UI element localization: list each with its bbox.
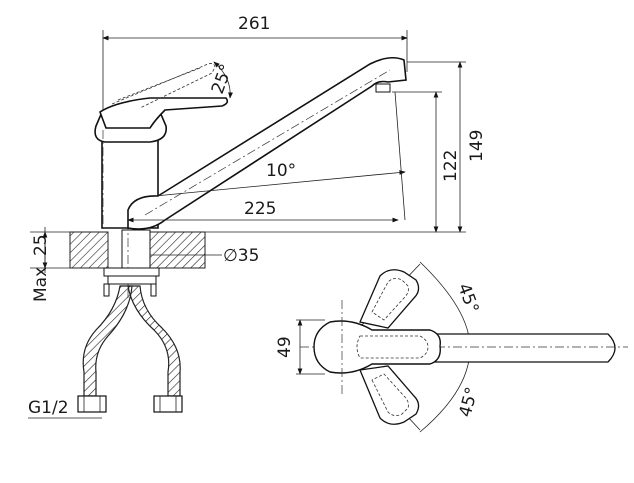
flexible-hoses: [77, 283, 183, 413]
body-top: [313, 300, 441, 396]
rotation-lower-label: 45°: [456, 385, 483, 419]
spout-angle-dimension: 10°: [154, 91, 406, 221]
side-view: 261 Max. 25: [28, 14, 487, 419]
height-dimensions: 122 149: [158, 61, 487, 233]
top-view: 49 45° 45°: [275, 261, 628, 433]
handle-rotated-lower: [359, 365, 420, 425]
mount-diameter-label: ∅35: [223, 246, 259, 266]
countertop: Max. 25: [30, 227, 206, 302]
outlet-height-label: 122: [441, 150, 461, 182]
rotation-upper-label: 45°: [453, 281, 482, 316]
counter-thickness-label: Max. 25: [31, 234, 51, 302]
spout-reach-dimension: 225: [127, 199, 399, 223]
handle-rotated-upper: [359, 269, 420, 329]
lever-angle-label: 25°: [208, 62, 237, 97]
overall-height-label: 149: [467, 130, 487, 162]
spout-angle-label: 10°: [266, 161, 296, 181]
mount-diameter-dimension: ∅35: [150, 246, 259, 266]
overall-width-dimension: 261: [102, 14, 408, 125]
handle-width-label: 49: [275, 336, 295, 358]
spout-reach-label: 225: [244, 199, 276, 219]
inlet-thread-label: G1/2: [28, 398, 69, 418]
inlet-thread-dimension: G1/2: [28, 398, 102, 419]
overall-width-label: 261: [238, 14, 270, 34]
faucet-body: 25°: [94, 56, 407, 300]
